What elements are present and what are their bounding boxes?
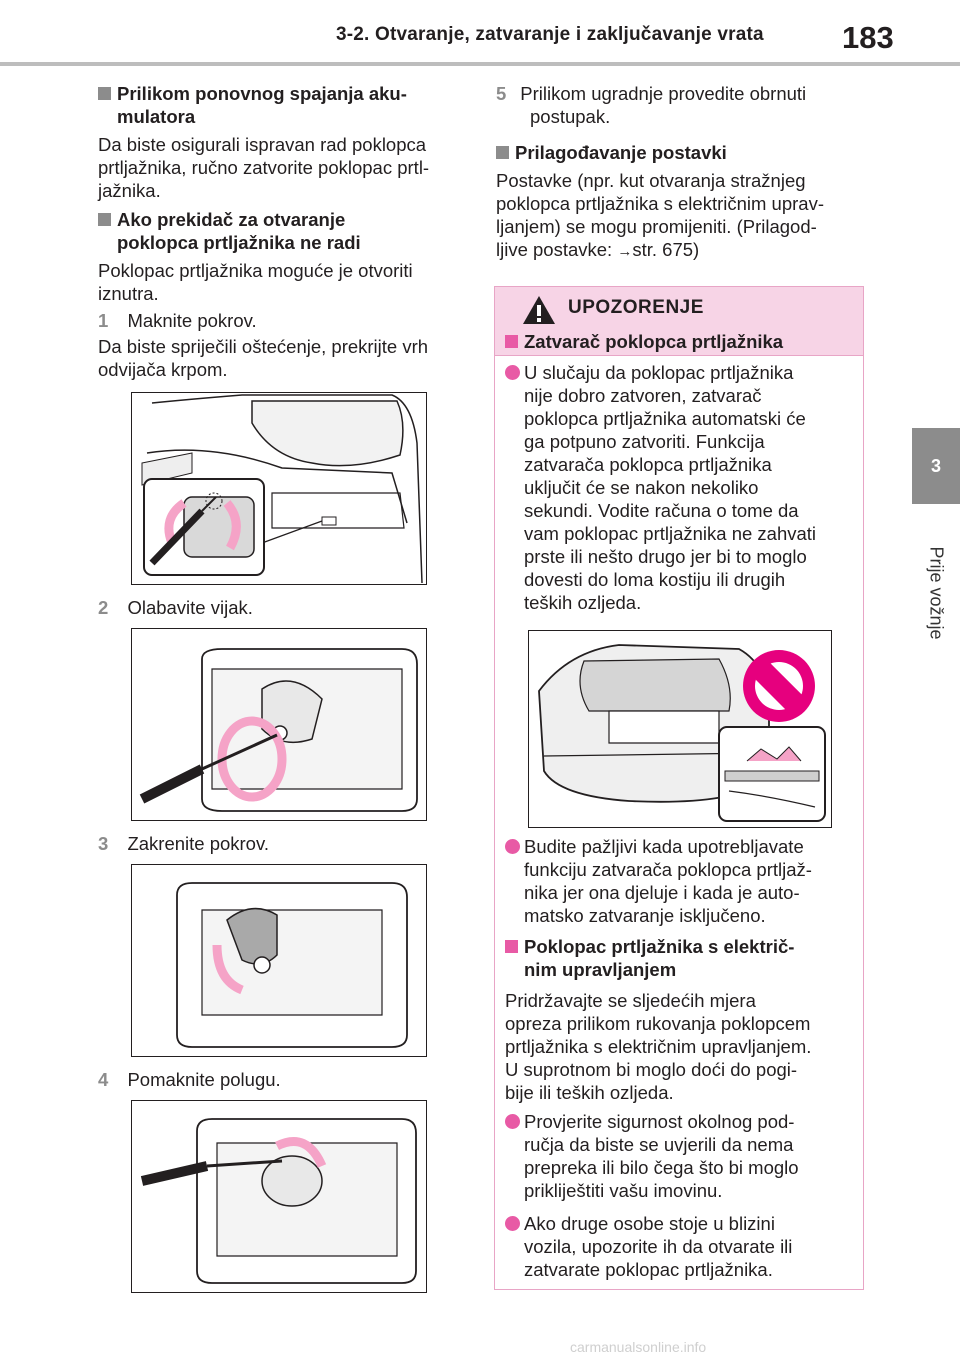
warning-header (495, 287, 863, 356)
section-square-icon (496, 146, 509, 159)
warning-heading-closer: Zatvarač poklopca prtljažnika (505, 330, 783, 353)
figure-rotate-cover (131, 864, 427, 1057)
text-switch-inoperative: Poklopac prtljažnika moguće je otvoriti … (98, 260, 413, 304)
page-reference-link[interactable]: str. 675) (632, 239, 700, 260)
figure-hand-pinch-warning (528, 630, 832, 828)
text-adjust-settings: Postavke (npr. kut otvaranja stražnjeg p… (496, 170, 824, 260)
section-square-icon (98, 87, 111, 100)
step-number: 1 (98, 310, 109, 331)
text-battery-reconnect: Da biste osigurali ispravan rad poklopca… (98, 134, 430, 201)
step-number: 4 (98, 1069, 109, 1090)
section-square-icon (505, 940, 518, 953)
bullet-icon (505, 839, 520, 854)
section-title: 3-2. Otvaranje, zatvaranje i zaključavan… (336, 24, 764, 45)
chapter-title: Prije vožnje (926, 546, 947, 640)
step-2: 2 Olabavite vijak. (98, 597, 253, 618)
step-1: 1 Maknite pokrov. (98, 310, 257, 331)
header-rule (0, 62, 960, 66)
figure-move-lever (131, 1100, 427, 1293)
warning-title: UPOZORENJE (568, 297, 704, 318)
chapter-tab[interactable]: 3 (912, 428, 960, 504)
step-1-note: Da biste spriječili oštećenje, prekrijte… (98, 336, 429, 380)
page-number: 183 (842, 20, 894, 55)
section-square-icon (505, 335, 518, 348)
bullet-icon (505, 1114, 520, 1129)
step-number: 3 (98, 833, 109, 854)
watermark: carmanualsonline.info (570, 1339, 707, 1355)
arrow-reference-icon: → (617, 243, 633, 260)
bullet-icon (505, 1216, 520, 1231)
figure-remove-cover (131, 392, 427, 585)
figure-loosen-screw (131, 628, 427, 821)
heading-switch-inoperative: Ako prekidač za otvaranje poklopca prtlj… (98, 208, 361, 254)
bullet-icon (505, 365, 520, 380)
heading-adjust-settings: Prilagođavanje postavki (496, 141, 727, 164)
step-3: 3 Zakrenite pokrov. (98, 833, 269, 854)
step-number: 2 (98, 597, 109, 618)
heading-battery-reconnect: Prilikom ponovnog spajanja aku- mulatora (98, 82, 407, 128)
step-4: 4 Pomaknite polugu. (98, 1069, 281, 1090)
step-number: 5 (496, 83, 507, 104)
warning-heading-power-door: Poklopac prtljažnika s električ- nim upr… (505, 935, 794, 981)
warning-triangle-icon (521, 294, 557, 331)
warning-bullet-3: Provjerite sigurnost okolnog pod-ručja d… (505, 1110, 799, 1202)
section-square-icon (98, 213, 111, 226)
